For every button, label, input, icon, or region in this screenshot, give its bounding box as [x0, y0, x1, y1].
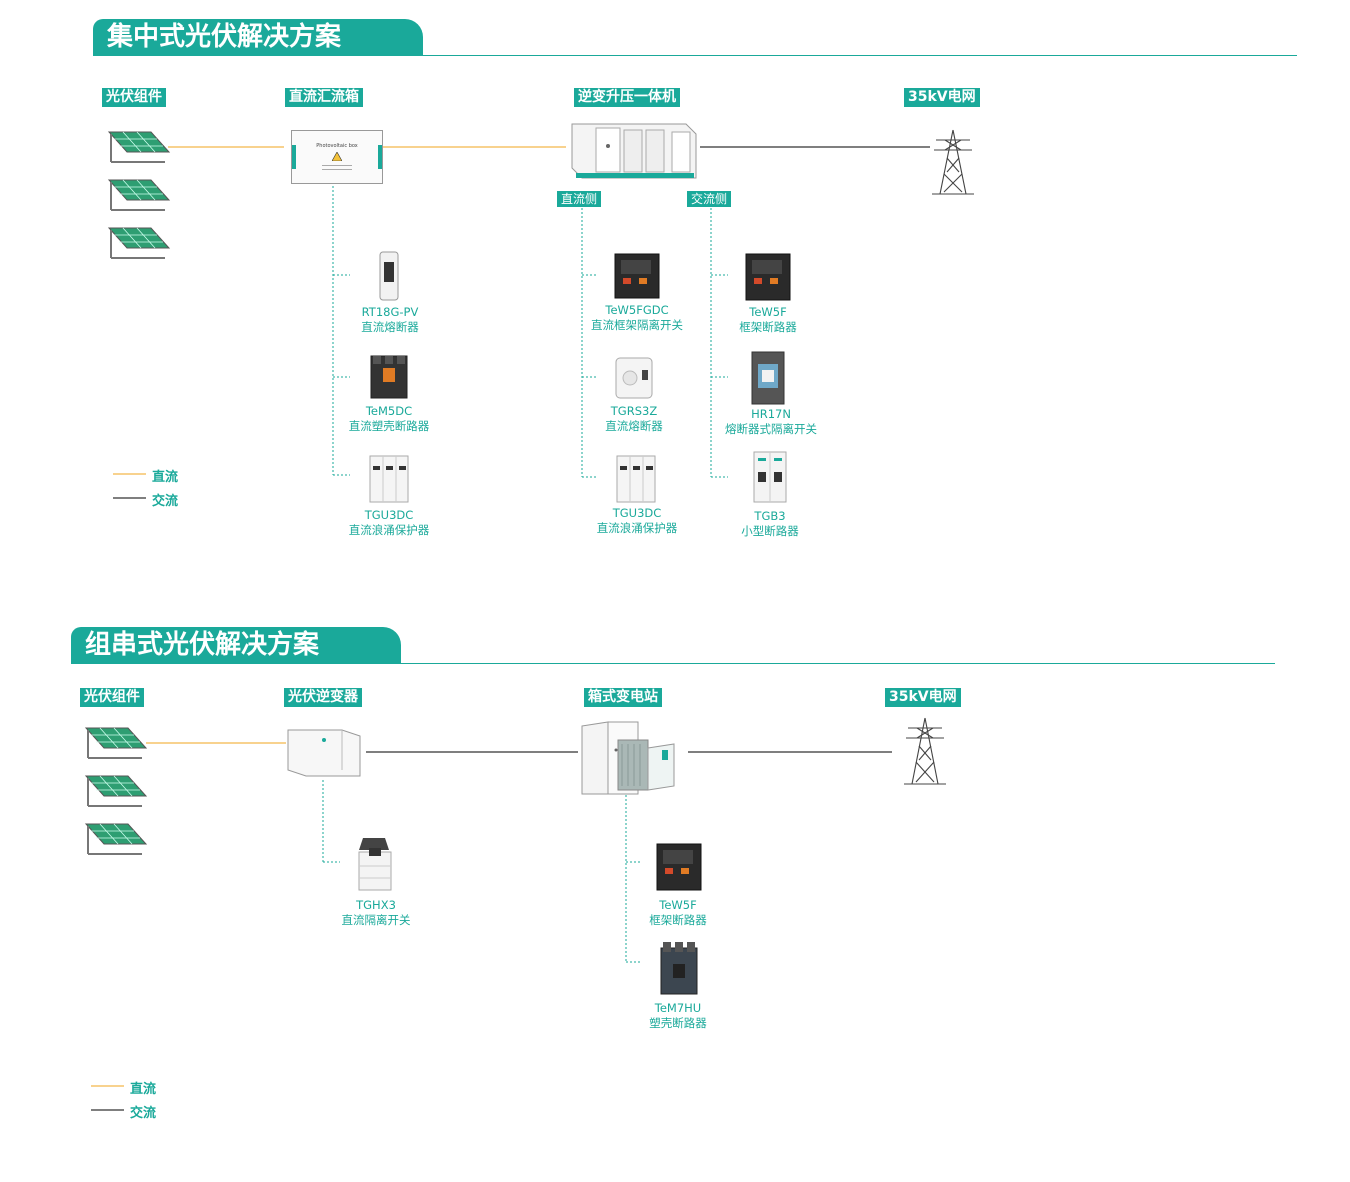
s1-combiner-product-3: TGU3DC 直流浪涌保护器 [349, 508, 430, 538]
product-desc: 直流熔断器 [605, 419, 663, 433]
product-desc: 直流塑壳断路器 [348, 419, 430, 433]
section1-title: 集中式光伏解决方案 [93, 19, 423, 55]
product-model: TeM7HU [654, 1001, 702, 1015]
s2-inverter-product-1: TGHX3 直流隔离开关 [342, 898, 411, 928]
s1-dc-product-1: TeW5FGDC 直流框架隔离开关 [591, 303, 683, 333]
s2-legend-ac: 交流 [130, 1106, 157, 1121]
product-desc: 直流浪涌保护器 [596, 521, 678, 535]
s2-substation-branch [625, 795, 642, 963]
s1-ac-product-2: HR17N 熔断器式隔离开关 [725, 407, 817, 437]
s2-substation-product-1: TeW5F 框架断路器 [649, 898, 707, 928]
acb-frame-breaker-icon [745, 253, 791, 301]
solar-panel-icon [84, 727, 148, 759]
s2-header-box-substation: 箱式变电站 [584, 688, 662, 707]
product-desc: 框架断路器 [649, 913, 707, 927]
acb-frame-breaker-icon [656, 843, 702, 891]
mccb-breaker-icon [660, 942, 698, 995]
acb-frame-switch-icon [614, 253, 660, 299]
combiner-box-icon: Photovoltaic box [291, 130, 383, 184]
miniature-breaker-icon [753, 451, 787, 503]
product-desc: 直流熔断器 [361, 320, 419, 334]
s1-dc-branch [581, 208, 598, 478]
fuse-switch-disconnector-icon [751, 351, 785, 405]
pv-inverter-icon [287, 729, 361, 777]
s1-dc-product-2: TGRS3Z 直流熔断器 [605, 404, 663, 434]
product-desc: 小型断路器 [741, 524, 799, 538]
s1-header-grid: 35kV电网 [904, 88, 980, 107]
product-model: TGU3DC [612, 506, 662, 520]
section2-title: 组串式光伏解决方案 [71, 627, 401, 663]
product-model: HR17N [751, 407, 791, 421]
s1-subheader-ac-side: 交流侧 [687, 191, 732, 207]
solar-panel-icon [84, 775, 148, 807]
product-model: TGU3DC [364, 508, 414, 522]
solar-panel-icon [107, 227, 171, 259]
section2-title-rule [71, 663, 1275, 664]
fuse-holder-icon [379, 251, 399, 301]
box-substation-icon [581, 721, 675, 795]
product-model: TeW5F [659, 898, 697, 912]
s1-legend-dc: 直流 [152, 470, 179, 485]
product-model: TGB3 [754, 509, 786, 523]
s1-ac-product-3: TGB3 小型断路器 [741, 509, 799, 539]
surge-protector-icon [616, 455, 656, 503]
s1-dc-product-3: TGU3DC 直流浪涌保护器 [597, 506, 678, 536]
product-desc: 熔断器式隔离开关 [725, 422, 817, 436]
solar-panel-icon [84, 823, 148, 855]
warning-icon [332, 152, 342, 161]
product-model: TGRS3Z [610, 404, 658, 418]
s2-header-grid: 35kV电网 [885, 688, 961, 707]
product-desc: 塑壳断路器 [649, 1016, 707, 1030]
s1-subheader-dc-side: 直流侧 [557, 191, 602, 207]
s2-inverter-branch [322, 780, 340, 863]
s2-header-inverter: 光伏逆变器 [284, 688, 362, 707]
product-model: TeW5F [749, 305, 787, 319]
surge-protector-icon [369, 455, 409, 503]
transmission-tower-icon [932, 129, 974, 195]
s1-ac-branch [710, 208, 728, 478]
solar-panel-icon [107, 179, 171, 211]
transmission-tower-icon [904, 717, 946, 785]
s1-ac-product-1: TeW5F 框架断路器 [739, 305, 797, 335]
s1-combiner-branch [332, 182, 350, 476]
s2-legend-dc: 直流 [130, 1082, 157, 1097]
mccb-breaker-icon [370, 355, 408, 399]
s1-legend-ac: 交流 [152, 494, 179, 509]
s2-header-pv-modules: 光伏组件 [80, 688, 144, 707]
product-model: TGHX3 [356, 898, 396, 912]
s1-header-inverter-station: 逆变升压一体机 [574, 88, 680, 107]
product-desc: 框架断路器 [739, 320, 797, 334]
dc-isolator-switch-icon [358, 838, 392, 891]
product-model: RT18G-PV [361, 305, 419, 319]
s1-header-pv-modules: 光伏组件 [102, 88, 166, 107]
product-desc: 直流框架隔离开关 [591, 318, 683, 332]
s1-combiner-product-1: RT18G-PV 直流熔断器 [361, 305, 419, 335]
product-model: TeM5DC [365, 404, 413, 418]
inverter-station-icon [571, 123, 697, 179]
fuse-icon [615, 357, 653, 399]
section1-title-rule [93, 55, 1297, 56]
solar-panel-icon [107, 131, 171, 163]
s1-combiner-product-2: TeM5DC 直流塑壳断路器 [349, 404, 430, 434]
product-desc: 直流浪涌保护器 [348, 523, 430, 537]
s2-substation-product-2: TeM7HU 塑壳断路器 [649, 1001, 707, 1031]
combiner-box-label: Photovoltaic box [316, 143, 358, 149]
product-desc: 直流隔离开关 [341, 913, 411, 927]
product-model: TeW5FGDC [605, 303, 669, 317]
s1-header-combiner-box: 直流汇流箱 [285, 88, 363, 107]
